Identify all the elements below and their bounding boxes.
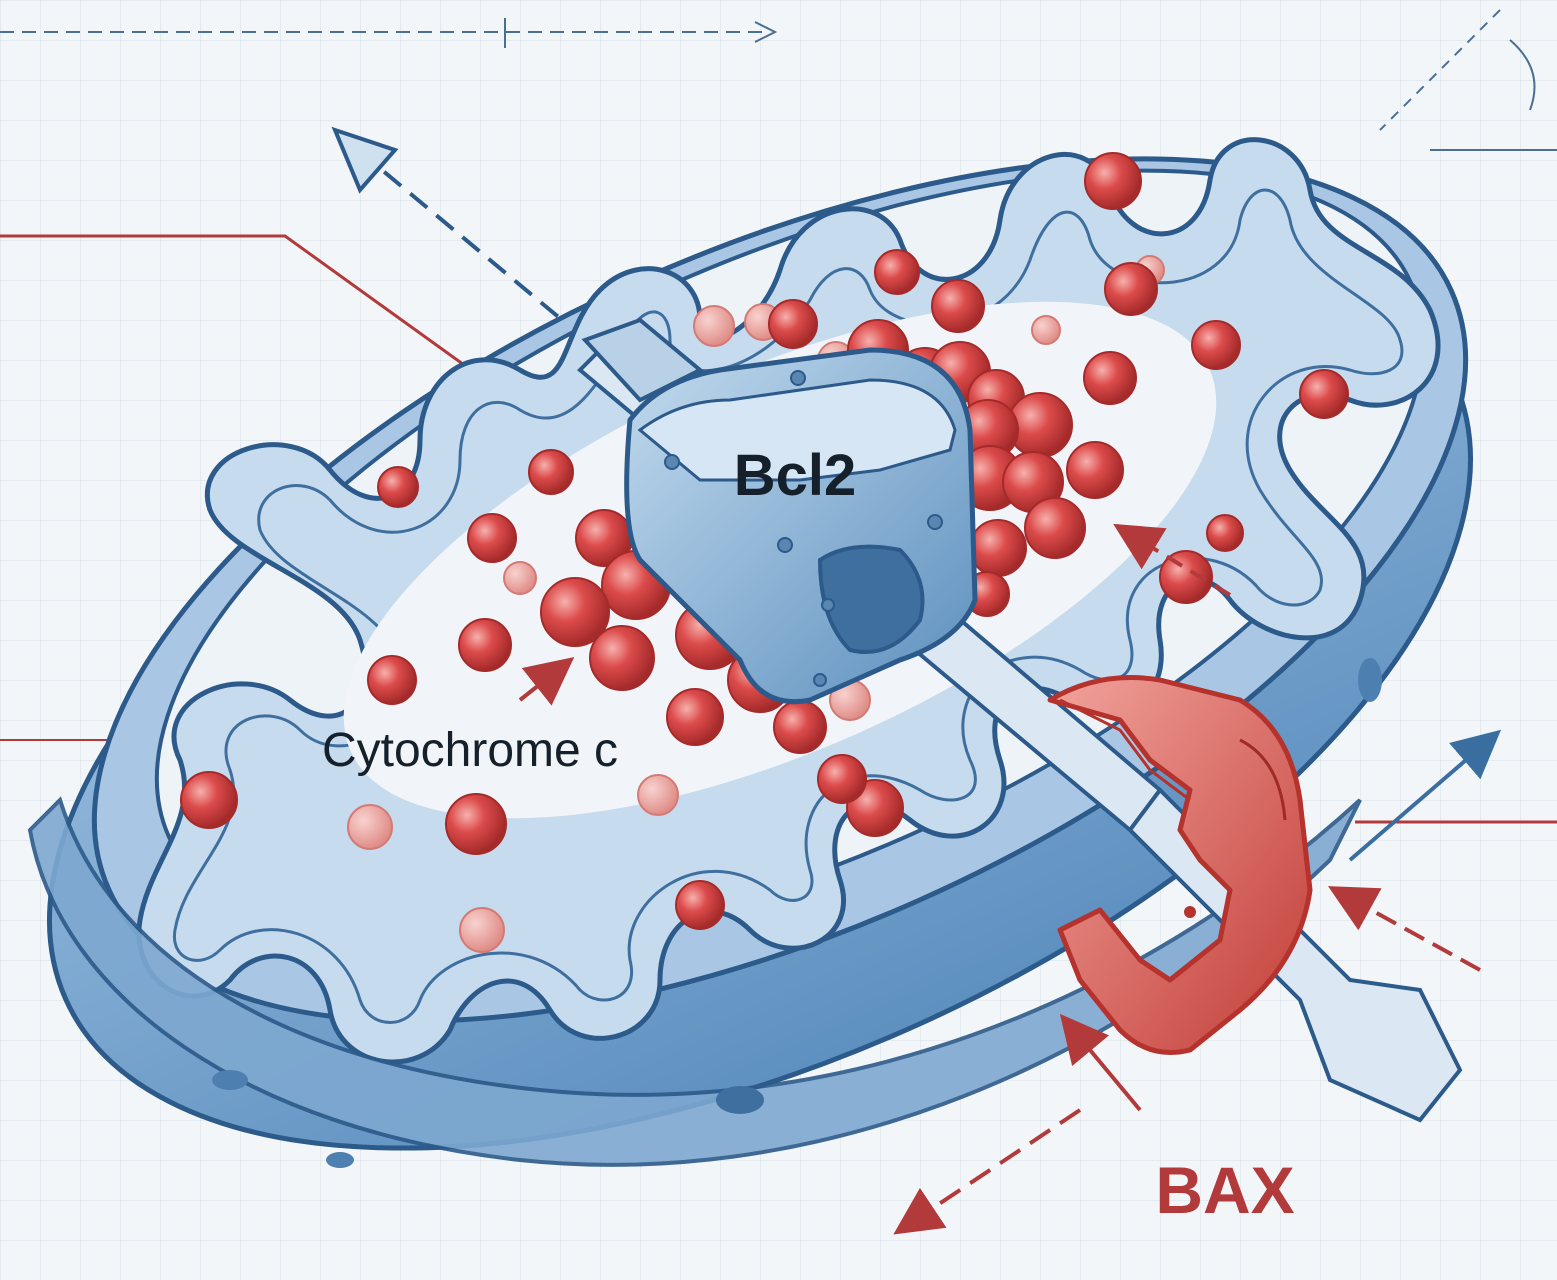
label-bcl2: Bcl2 xyxy=(734,443,857,508)
cytochrome-particle-icon xyxy=(460,908,504,952)
membrane-pore xyxy=(326,1152,354,1168)
cytochrome-particle-icon xyxy=(1192,321,1240,369)
cytochrome-particle-icon xyxy=(1084,352,1136,404)
cytochrome-particle-icon xyxy=(529,450,573,494)
cytochrome-particle-icon xyxy=(1067,442,1123,498)
cytochrome-particle-icon xyxy=(818,755,866,803)
cytochrome-particle-icon xyxy=(590,626,654,690)
cytochrome-particle-icon xyxy=(468,514,516,562)
cytochrome-particle-icon xyxy=(667,689,723,745)
cytochrome-particle-icon xyxy=(774,701,826,753)
membrane-pore xyxy=(212,1070,248,1090)
cytochrome-particle-icon xyxy=(638,775,678,815)
cytochrome-particle-icon xyxy=(446,794,506,854)
cytochrome-particle-icon xyxy=(504,562,536,594)
cytochrome-particle-icon xyxy=(1025,498,1085,558)
cytochrome-particle-icon xyxy=(769,300,817,348)
cytochrome-particle-icon xyxy=(875,250,919,294)
cytochrome-particle-icon xyxy=(1032,316,1060,344)
cytochrome-particle-icon xyxy=(368,656,416,704)
label-cytochrome-c: Cytochrome c xyxy=(322,724,618,777)
cytochrome-particle-icon xyxy=(932,280,984,332)
cytochrome-particle-icon xyxy=(378,467,418,507)
cytochrome-particle-icon xyxy=(676,881,724,929)
cytochrome-particle-icon xyxy=(970,520,1026,576)
cytochrome-particle-icon xyxy=(1300,370,1348,418)
cytochrome-particle-icon xyxy=(1105,263,1157,315)
cytochrome-particle-icon xyxy=(1207,515,1243,551)
cytochrome-particle-icon xyxy=(1085,153,1141,209)
cytochrome-particle-icon xyxy=(348,805,392,849)
cytochrome-particle-icon xyxy=(694,306,734,346)
label-bax: BAX xyxy=(1155,1153,1294,1227)
cytochrome-particle-icon xyxy=(459,619,511,671)
cytochrome-particle-icon xyxy=(181,772,237,828)
membrane-pore xyxy=(716,1086,764,1114)
membrane-pore xyxy=(1358,658,1382,702)
